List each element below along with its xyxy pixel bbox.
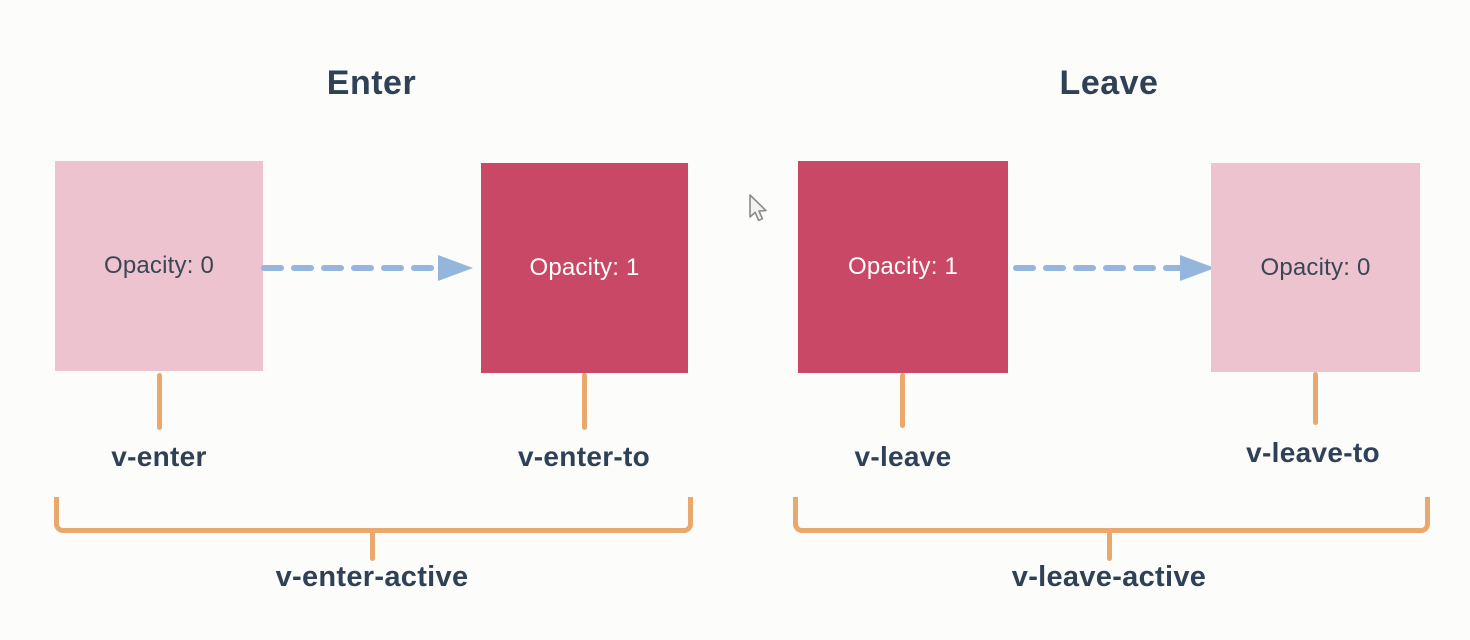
leave-title: Leave [1059, 64, 1159, 102]
enter-from-box: Opacity: 0 [55, 161, 263, 371]
state-label-v-leave-active: v-leave-active [1011, 561, 1207, 593]
enter-to-box: Opacity: 1 [481, 163, 688, 373]
state-label-v-enter: v-enter [111, 441, 207, 472]
connector-line [900, 373, 905, 428]
enter-active-bracket [54, 497, 693, 533]
leave-to-box: Opacity: 0 [1211, 163, 1420, 372]
connector-line [157, 373, 162, 430]
opacity-label: Opacity: 1 [847, 253, 959, 280]
opacity-label: Opacity: 1 [529, 254, 640, 281]
transition-arrow-icon [261, 255, 473, 281]
connector-line [1313, 372, 1318, 425]
opacity-label: Opacity: 0 [1260, 253, 1371, 281]
leave-active-bracket [793, 497, 1430, 533]
enter-title: Enter [326, 64, 417, 102]
leave-active-bracket-tick [1107, 531, 1112, 561]
state-label-v-enter-to: v-enter-to [517, 441, 651, 472]
enter-active-bracket-tick [370, 531, 375, 561]
state-label-v-enter-active: v-enter-active [275, 561, 469, 593]
state-label-v-leave-to: v-leave-to [1246, 437, 1380, 468]
state-label-v-leave: v-leave [854, 441, 952, 472]
leave-from-box: Opacity: 1 [798, 161, 1008, 373]
transition-arrow-icon [1013, 255, 1215, 281]
mouse-cursor-icon [749, 194, 767, 222]
connector-line [582, 373, 587, 430]
opacity-label: Opacity: 0 [103, 252, 215, 279]
